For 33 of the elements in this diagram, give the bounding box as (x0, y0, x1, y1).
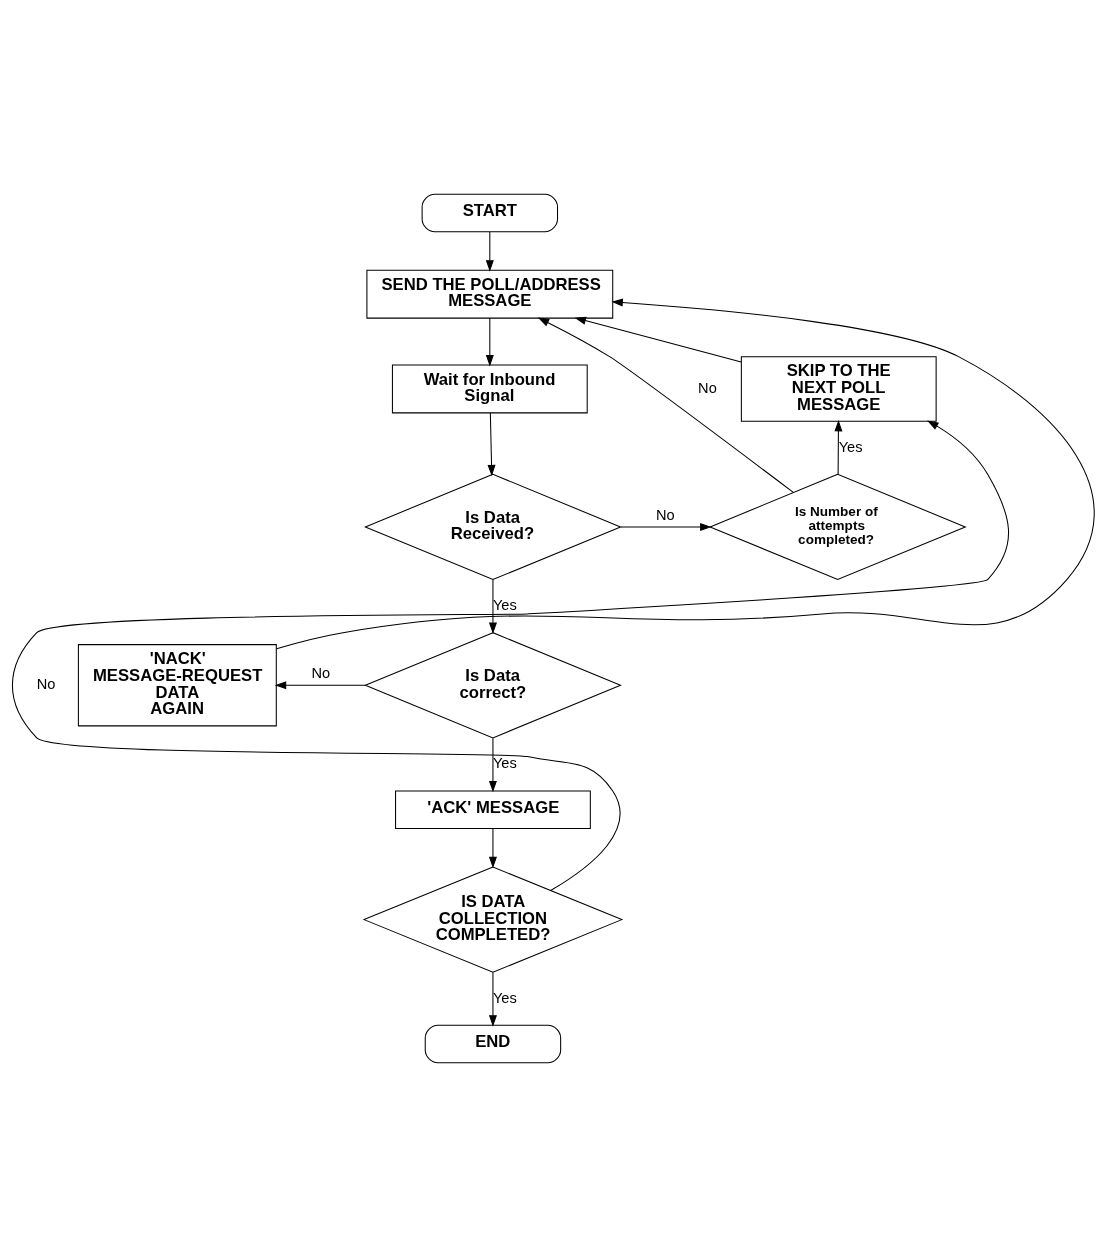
edge-label: Yes (492, 596, 517, 613)
arrow (488, 737, 497, 792)
node-box: SEND THE POLL/ADDRESS MESSAGE (366, 269, 614, 319)
edge-label: No (311, 664, 331, 681)
edge-label: Yes (492, 989, 517, 1006)
arrow (276, 298, 1095, 649)
arrow (537, 317, 794, 493)
edge-label: Yes (838, 438, 863, 455)
arrow (620, 522, 712, 531)
node-box: Wait for Inbound Signal (391, 363, 588, 413)
node-box: SKIP TO THE NEXT POLL MESSAGE (740, 355, 937, 422)
edge-label: No (36, 675, 56, 692)
arrow (488, 971, 497, 1027)
node-diamond: IS DATA COLLECTION COMPLETED? (362, 865, 624, 973)
edge-label: No (655, 506, 675, 523)
arrow (574, 316, 742, 362)
node-box: 'ACK' MESSAGE (395, 789, 591, 829)
node-diamond: Is Number of attempts completed? (708, 473, 967, 580)
edge-label: Yes (492, 754, 517, 771)
node-diamond: Is Data Received? (364, 473, 622, 580)
arrow (487, 412, 496, 476)
node-box: END (424, 1024, 562, 1063)
node-box: START (421, 193, 559, 232)
arrow (834, 419, 843, 475)
arrow (485, 230, 494, 272)
edge-label: No (698, 379, 717, 396)
arrow (274, 680, 366, 689)
node-box: 'NACK' MESSAGE-REQUEST DATA AGAIN (77, 643, 277, 726)
arrow (488, 578, 497, 634)
node-diamond: Is Data correct? (364, 631, 622, 738)
arrow (488, 827, 497, 868)
arrow (11, 419, 1009, 891)
arrow (485, 317, 494, 366)
